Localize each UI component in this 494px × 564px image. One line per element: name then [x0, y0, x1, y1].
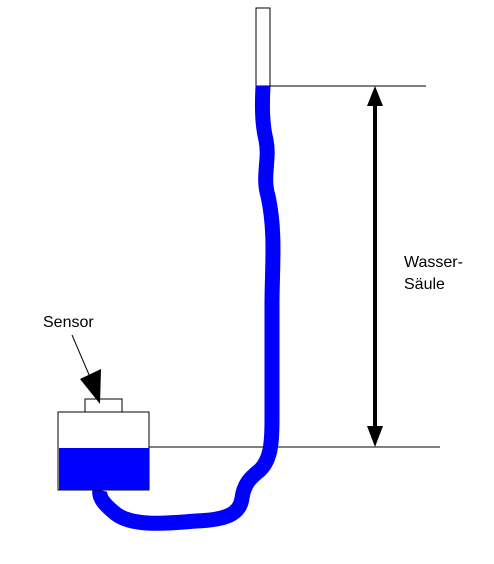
- water-hose: [92, 85, 281, 531]
- arrow-down-right-icon: [71, 334, 91, 378]
- sensor-cap: [84, 398, 123, 413]
- tube-open-top: [255, 7, 271, 87]
- water-column-label-line2: Säule: [404, 276, 445, 293]
- sensor-label: Sensor: [43, 314, 94, 331]
- sensor-water-fill: [59, 448, 149, 490]
- height-arrowhead-bottom: [367, 426, 383, 447]
- water-column-label-line1: Wasser-: [404, 254, 463, 271]
- height-arrowhead-top: [367, 86, 383, 106]
- sensor-pointer-arrowhead: [80, 369, 101, 404]
